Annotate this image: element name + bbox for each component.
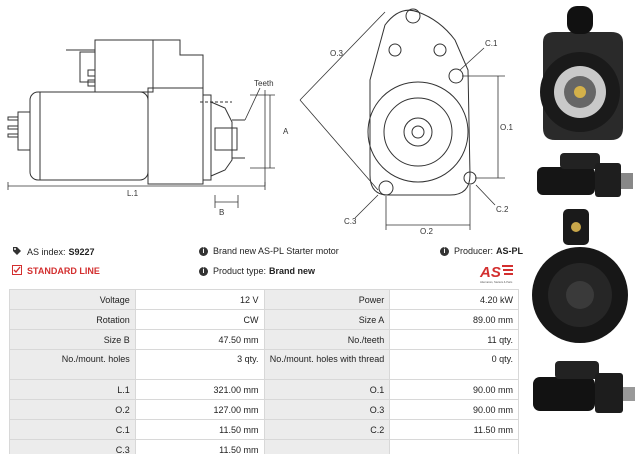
table-row: C.1 11.50 mm C.2 11.50 mm <box>9 419 519 440</box>
producer-value: AS-PL <box>496 246 524 256</box>
info-icon: i <box>199 266 208 276</box>
table-row: No./mount. holes 3 qty. No./mount. holes… <box>9 349 519 380</box>
product-type-value: Brand new <box>269 266 316 276</box>
product-photos <box>525 0 640 454</box>
spec-value: 12 V <box>134 289 265 310</box>
as-index-label: AS index: <box>27 247 66 257</box>
table-row: Size B 47.50 mm No./teeth 11 qty. <box>9 329 519 350</box>
label-c2: C.2 <box>496 205 509 214</box>
dimension-lines <box>7 87 275 208</box>
table-row: Rotation CW Size A 89.00 mm <box>9 309 519 330</box>
label-o3: O.3 <box>330 49 343 58</box>
svg-text:AS: AS <box>479 264 501 281</box>
spec-value: 90.00 mm <box>389 399 519 420</box>
spec-label: Rotation <box>9 309 136 330</box>
table-row: Voltage 12 V Power 4.20 kW <box>9 289 519 310</box>
spec-value: 4.20 kW <box>389 289 519 310</box>
spec-value: 11.50 mm <box>134 419 265 440</box>
photo-front-view <box>540 6 623 140</box>
spec-label: Power <box>263 289 391 310</box>
front-view-drawing <box>367 8 477 196</box>
photo-side-view-bottom <box>533 361 635 413</box>
brand-new-row: i Brand new AS-PL Starter motor <box>199 246 339 256</box>
as-pl-logo: AS Alternators, Starters & Parts <box>479 264 513 284</box>
photo-rear-view <box>532 209 628 343</box>
table-row: C.3 11.50 mm <box>9 439 519 454</box>
label-c3: C.3 <box>344 217 357 226</box>
label-o2: O.2 <box>420 227 433 236</box>
spec-value: 11.50 mm <box>389 419 519 440</box>
spec-label: C.3 <box>9 439 136 454</box>
spec-value: 3 qty. <box>134 349 265 380</box>
label-a: A <box>283 127 289 136</box>
spec-value: 89.00 mm <box>389 309 519 330</box>
spec-value: 127.00 mm <box>134 399 265 420</box>
svg-text:Alternators, Starters & Parts: Alternators, Starters & Parts <box>480 280 513 284</box>
tag-icon <box>12 246 22 258</box>
spec-label: No./mount. holes <box>9 349 136 380</box>
spec-value: CW <box>134 309 265 330</box>
label-c1: C.1 <box>485 39 498 48</box>
checkbox-icon <box>12 265 22 277</box>
spec-value: 321.00 mm <box>134 379 265 400</box>
spec-value: 11.50 mm <box>134 439 265 454</box>
spec-label: C.2 <box>263 419 391 440</box>
spec-label: Size B <box>9 329 136 350</box>
table-row: O.2 127.00 mm O.3 90.00 mm <box>9 399 519 420</box>
spec-value: 47.50 mm <box>134 329 265 350</box>
as-index-value: S9227 <box>68 247 95 257</box>
spec-label: L.1 <box>9 379 136 400</box>
label-b: B <box>219 208 224 217</box>
spec-label: No./teeth <box>263 329 391 350</box>
info-icon: i <box>440 246 449 256</box>
photo-side-view-top <box>537 153 633 197</box>
label-teeth: Teeth <box>254 79 274 88</box>
specifications-table: Voltage 12 V Power 4.20 kW Rotation CW S… <box>9 289 519 454</box>
spec-label: C.1 <box>9 419 136 440</box>
spec-value <box>389 439 519 454</box>
spec-label <box>263 439 391 454</box>
spec-label: Size A <box>263 309 391 330</box>
spec-value: 11 qty. <box>389 329 519 350</box>
spec-value: 90.00 mm <box>389 379 519 400</box>
brand-new-text: Brand new AS-PL Starter motor <box>213 246 339 256</box>
spec-label: No./mount. holes with thread <box>263 349 391 380</box>
standard-line-row: STANDARD LINE <box>12 265 100 277</box>
spec-label: O.3 <box>263 399 391 420</box>
label-o1: O.1 <box>500 123 513 132</box>
label-l1: L.1 <box>127 189 139 198</box>
front-dimension-lines <box>299 11 505 230</box>
producer-row: i Producer: AS-PL <box>440 246 523 256</box>
as-index-row: AS index: S9227 <box>12 246 95 258</box>
producer-label: Producer: <box>454 246 494 256</box>
spec-label: O.2 <box>9 399 136 420</box>
technical-drawing: Teeth A B L.1 O.3 C.1 O.1 C.3 O.2 C.2 <box>7 8 513 236</box>
product-type-row: i Product type: Brand new <box>199 266 315 276</box>
standard-line-label: STANDARD LINE <box>27 266 100 276</box>
side-view-drawing <box>7 39 245 185</box>
spec-label: O.1 <box>263 379 391 400</box>
info-icon: i <box>199 246 208 256</box>
spec-value: 0 qty. <box>389 349 519 380</box>
product-type-label: Product type: <box>213 266 267 276</box>
table-row: L.1 321.00 mm O.1 90.00 mm <box>9 379 519 400</box>
spec-label: Voltage <box>9 289 136 310</box>
